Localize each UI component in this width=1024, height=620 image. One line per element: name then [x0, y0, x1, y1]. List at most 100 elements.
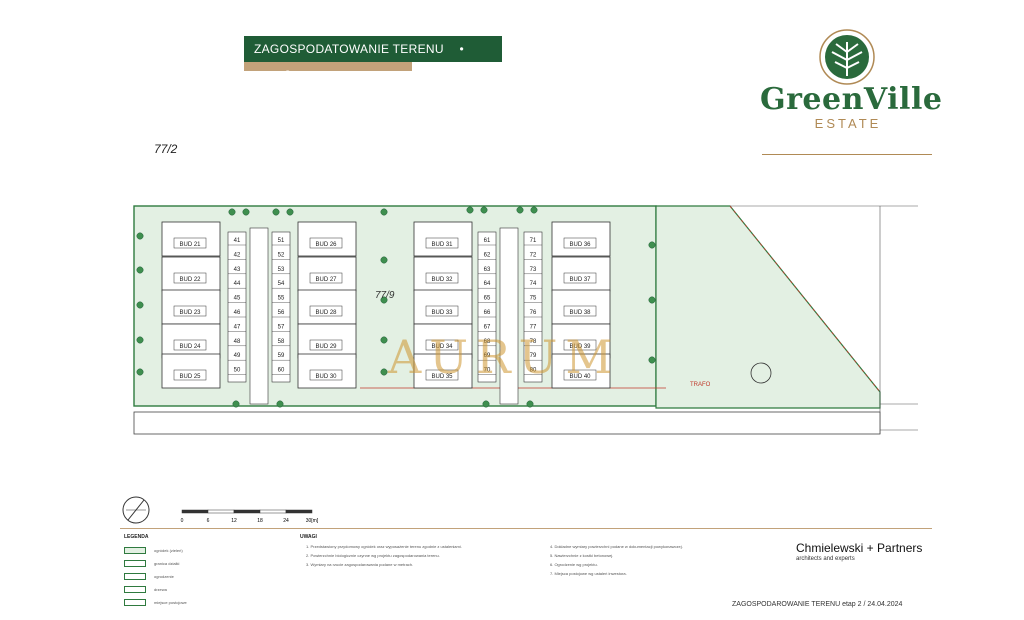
tree-icon	[648, 241, 656, 249]
tree-icon	[466, 206, 474, 214]
scale-segment	[259, 509, 287, 514]
building-label: BUD 30	[315, 374, 337, 380]
scale-segment	[207, 509, 235, 514]
note-item: 2. Powierzchnie biologicznie czynne wg p…	[306, 553, 440, 558]
tree-icon	[242, 208, 250, 216]
header-bullet: •	[459, 42, 464, 56]
parking-number: 70	[484, 368, 491, 374]
parking-number: 41	[234, 238, 241, 244]
building-label: BUD 22	[179, 277, 201, 283]
scale-tick-label: 0	[181, 518, 184, 524]
scale-segment	[181, 509, 209, 514]
parcel-label: 77/2	[154, 142, 178, 156]
building-label-box	[309, 369, 343, 381]
scale-tick-label: 30[m]	[306, 518, 319, 524]
parking-strip	[271, 231, 291, 383]
legend-label: ogródek (zieleń)	[154, 548, 183, 553]
building-label-box	[425, 305, 459, 317]
building-label: BUD 21	[179, 242, 201, 248]
parking-number: 59	[278, 353, 285, 359]
parking-number: 65	[484, 296, 491, 302]
tree-icon	[648, 296, 656, 304]
building-label: BUD 24	[179, 344, 201, 350]
building-label-box	[173, 339, 207, 351]
parking-number: 76	[530, 310, 537, 316]
footer-caption: ZAGOSPODAROWANIE TERENU etap 2 / 24.04.2…	[732, 601, 903, 608]
tree-icon	[480, 206, 488, 214]
building-label: BUD 31	[431, 242, 453, 248]
header-stage: etap 2	[256, 68, 292, 82]
parking-number: 56	[278, 310, 285, 316]
note-item: 7. Miejsca postojowe wg ustaleń inwestor…	[550, 571, 627, 576]
parking-number: 69	[484, 353, 491, 359]
scale-tick-label: 12	[231, 518, 237, 524]
building-label-box	[425, 237, 459, 249]
legend-label: granica działki	[154, 561, 180, 566]
legend-swatch	[124, 547, 146, 554]
header-title: ZAGOSPODATOWANIE TERENU	[254, 42, 444, 56]
parking-number: 71	[530, 238, 537, 244]
building-label-box	[309, 237, 343, 249]
parking-number: 73	[530, 267, 537, 273]
parcel-label-inner: 77/9	[375, 290, 395, 301]
building-label-box	[309, 272, 343, 284]
building-label: BUD 23	[179, 310, 201, 316]
parking-strip	[523, 231, 543, 383]
parking-number: 68	[484, 339, 491, 345]
tree-icon	[482, 400, 490, 408]
building-label: BUD 26	[315, 242, 337, 248]
firm-sub: architects and experts	[796, 556, 855, 562]
tree-icon	[530, 206, 538, 214]
legend-label: miejsce postojowe	[154, 600, 187, 605]
logo-sub: ESTATE	[814, 116, 882, 131]
building-label: BUD 25	[179, 374, 201, 380]
tree-icon	[136, 336, 144, 344]
tree-icon	[276, 400, 284, 408]
legend-label: drzewa	[154, 587, 167, 592]
parking-number: 61	[484, 238, 491, 244]
tree-icon	[516, 206, 524, 214]
building-label-box	[173, 305, 207, 317]
building-label: BUD 39	[569, 344, 591, 350]
tree-icon	[228, 208, 236, 216]
note-item: 6. Ogrodzenie wg projektu.	[550, 562, 598, 567]
logo-name: GreenVille	[760, 82, 943, 117]
legend-swatch	[124, 560, 146, 567]
tree-icon	[380, 256, 388, 264]
parking-number: 67	[484, 324, 491, 330]
tree-icon	[648, 356, 656, 364]
scale-segment	[285, 509, 313, 514]
note-item: 1. Przedstawiony przydomowy ogródek oraz…	[306, 544, 462, 549]
tree-icon	[526, 400, 534, 408]
building-label: BUD 37	[569, 277, 591, 283]
building-label-box	[425, 369, 459, 381]
building-label-box	[563, 237, 597, 249]
parking-number: 52	[278, 252, 285, 258]
legend-list: ogródek (zieleń) granica działki ogrodzeni…	[124, 544, 284, 609]
trafo-label: TRAFO	[690, 382, 711, 388]
north-arrow-icon	[122, 496, 150, 524]
legend-swatch	[124, 599, 146, 606]
building-label: BUD 36	[569, 242, 591, 248]
parking-number: 79	[530, 353, 537, 359]
legend-item: granica działki	[124, 557, 284, 570]
watermark: AURUM	[388, 330, 621, 384]
parking-number: 60	[278, 368, 285, 374]
trafo-circle	[750, 362, 772, 384]
legend-label: ogrodzenie	[154, 574, 174, 579]
building-label-box	[173, 237, 207, 249]
tree-icon	[272, 208, 280, 216]
notes-title: UWAGI	[300, 534, 317, 540]
parking-number: 63	[484, 267, 491, 273]
parking-number: 47	[234, 324, 241, 330]
note-item: 4. Dokładne wymiary powierzchni podane w…	[550, 544, 683, 549]
building-label: BUD 32	[431, 277, 453, 283]
parking-number: 42	[234, 252, 241, 258]
building-label-box	[563, 272, 597, 284]
building-label-box	[173, 369, 207, 381]
building-label-box	[309, 339, 343, 351]
tree-icon	[380, 208, 388, 216]
parking-number: 62	[484, 252, 491, 258]
